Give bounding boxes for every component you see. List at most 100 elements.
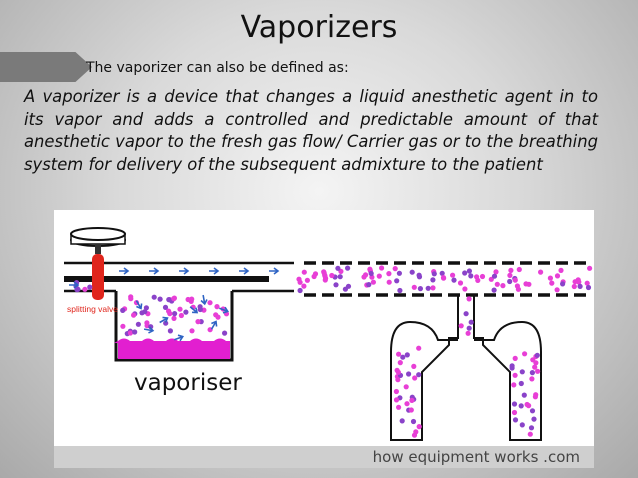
flow-arrow [149, 267, 160, 275]
vapor-particle [534, 352, 540, 358]
vapor-particle [508, 267, 514, 273]
vapor-particle [393, 388, 399, 395]
vapor-particle [572, 279, 578, 285]
flow-arrow [189, 306, 199, 314]
vapor-particle [547, 275, 553, 281]
vaporizing-chamber [114, 291, 234, 362]
vapor-particle [468, 273, 474, 279]
vapor-particle [468, 319, 474, 325]
vapor-particle [522, 351, 528, 357]
valve-knob-top [70, 227, 126, 241]
vapor-particle [82, 286, 88, 292]
vapor-particle [183, 309, 189, 315]
vapor-particle [527, 431, 533, 437]
vapor-particle [466, 325, 472, 331]
vapor-particle [142, 309, 148, 315]
vapor-particle [376, 273, 382, 279]
vapor-particle [386, 271, 392, 277]
vapor-particle [411, 363, 417, 369]
vapor-particle [87, 284, 93, 290]
vapor-particle [366, 282, 372, 288]
lung-left [390, 295, 459, 441]
vapor-particle [416, 372, 422, 378]
vapor-particle [368, 270, 374, 277]
flow-arrow [219, 306, 230, 314]
flow-arrows [69, 267, 280, 342]
arrow-band [0, 52, 92, 82]
vapor-particle [458, 323, 464, 329]
vapor-particle [491, 287, 497, 293]
liquid-surface [114, 338, 226, 344]
vapor-particle [511, 409, 518, 416]
vapor-particle [558, 267, 564, 273]
vapor-particle [576, 279, 582, 285]
vapor-particle [379, 265, 385, 271]
vapor-particle [393, 397, 400, 403]
vapor-particle [431, 271, 437, 277]
flow-arrow [210, 320, 218, 330]
vapor-particle [178, 312, 184, 319]
vapor-particle [585, 284, 592, 291]
vapor-particle [523, 281, 529, 287]
vaporizer-diagram: splitting valve vaporiser how equipment … [54, 210, 594, 468]
vapor-particle [345, 265, 351, 271]
slide-title: Vaporizers [240, 10, 398, 45]
vapor-particle [396, 270, 402, 276]
vapor-particle [215, 314, 221, 320]
vapor-particle [207, 300, 213, 306]
vapor-particle [301, 269, 307, 275]
vapor-particle [512, 355, 518, 361]
vapor-particle [386, 279, 392, 285]
lung-right [473, 295, 542, 441]
vapor-particle [430, 285, 436, 291]
vapor-particle [524, 401, 530, 408]
vapor-particle [329, 272, 335, 279]
splitting-valve-label: splitting valve [67, 304, 119, 314]
vapor-particle [450, 272, 456, 278]
vapor-particle [396, 404, 402, 410]
vapor-particle [404, 401, 410, 407]
vapor-particle [529, 370, 535, 376]
vapor-particle [403, 384, 409, 390]
flow-arrow [239, 267, 250, 275]
vapor-particle [518, 380, 524, 387]
vapor-particle [304, 277, 310, 283]
vapor-particle [493, 269, 499, 275]
vapor-particle [128, 296, 134, 302]
flow-arrow [174, 334, 185, 342]
credit-text: how equipment works .com [372, 448, 580, 466]
vapor-particle [335, 265, 341, 271]
vapor-particle [462, 286, 468, 292]
flow-arrow [200, 294, 208, 306]
diagram-graphic [64, 227, 593, 441]
vapor-particle [554, 287, 560, 293]
vapor-particles [73, 265, 593, 438]
vapor-particle [416, 274, 423, 280]
flow-arrow [143, 326, 155, 334]
vapor-particle [535, 368, 541, 374]
vapor-particle [177, 306, 183, 312]
vapor-particle [157, 296, 163, 302]
vapor-particle [560, 281, 566, 287]
vapor-particle [463, 311, 469, 317]
vapor-particle [400, 354, 406, 360]
vapor-particle [519, 369, 525, 375]
vapor-particle [494, 281, 500, 287]
vapor-particle [171, 296, 177, 302]
vapor-particle [587, 265, 593, 271]
vapor-particle [363, 272, 369, 278]
vapor-particle [507, 278, 513, 285]
vapor-particle [529, 408, 536, 414]
vapor-particle [528, 425, 535, 431]
vapor-particle [399, 418, 405, 424]
vapor-particle [370, 279, 376, 285]
liquid-anesthetic [118, 341, 230, 359]
vapor-particle [529, 376, 535, 382]
definition-text: A vaporizer is a device that changes a l… [24, 87, 598, 174]
vapor-particle [412, 375, 418, 381]
vapor-particle [511, 401, 518, 407]
vapor-particle [509, 365, 515, 371]
vapor-particle [406, 371, 412, 377]
vapor-particle [404, 352, 410, 358]
vapor-particle [416, 424, 422, 430]
